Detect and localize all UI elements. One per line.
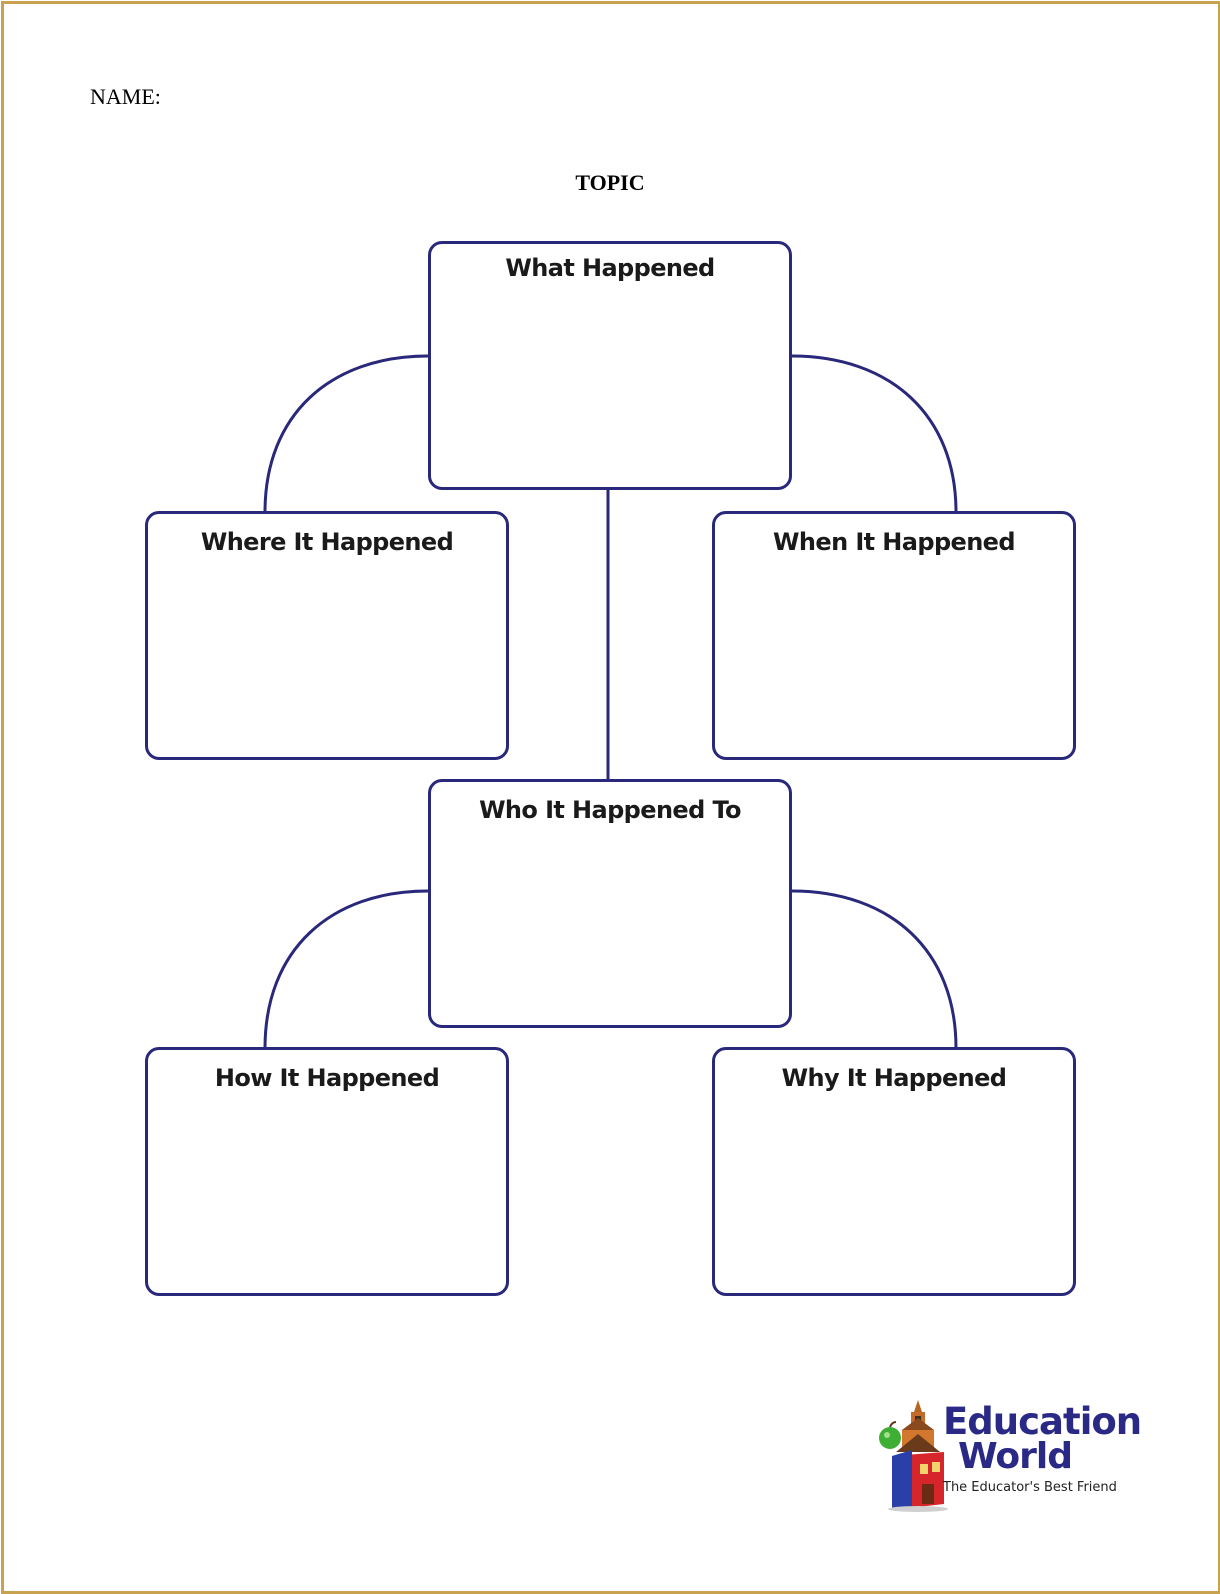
logo-world-text: World [958, 1436, 1073, 1477]
logo-tagline: The Educator's Best Friend [943, 1480, 1117, 1495]
schoolhouse-apple-icon [879, 1400, 948, 1512]
who-it-happened-to-title: Who It Happened To [479, 796, 741, 824]
what-happened-title: What Happened [505, 254, 715, 282]
connector-what-where [263, 354, 429, 513]
connector-what-when [791, 354, 958, 513]
why-it-happened-title: Why It Happened [781, 1064, 1007, 1092]
how-it-happened-title: How It Happened [214, 1064, 440, 1092]
connector-who-how [263, 889, 429, 1049]
registered-mark: ® [1061, 1460, 1071, 1471]
education-world-logo: Education World ® The Educator's Best Fr… [878, 1400, 1148, 1512]
when-it-happened-box: When It Happened [712, 511, 1076, 760]
connector-who-why [791, 889, 958, 1049]
what-happened-box: What Happened [428, 241, 792, 490]
where-it-happened-title: Where It Happened [200, 528, 454, 556]
when-it-happened-title: When It Happened [773, 528, 1016, 556]
why-it-happened-box: Why It Happened [712, 1047, 1076, 1296]
topic-label: TOPIC [575, 170, 645, 195]
logo-education-text: Education [943, 1400, 1142, 1443]
who-it-happened-to-box: Who It Happened To [428, 779, 792, 1028]
where-it-happened-box: Where It Happened [145, 511, 509, 760]
name-label: NAME: [90, 84, 161, 109]
how-it-happened-box: How It Happened [145, 1047, 509, 1296]
